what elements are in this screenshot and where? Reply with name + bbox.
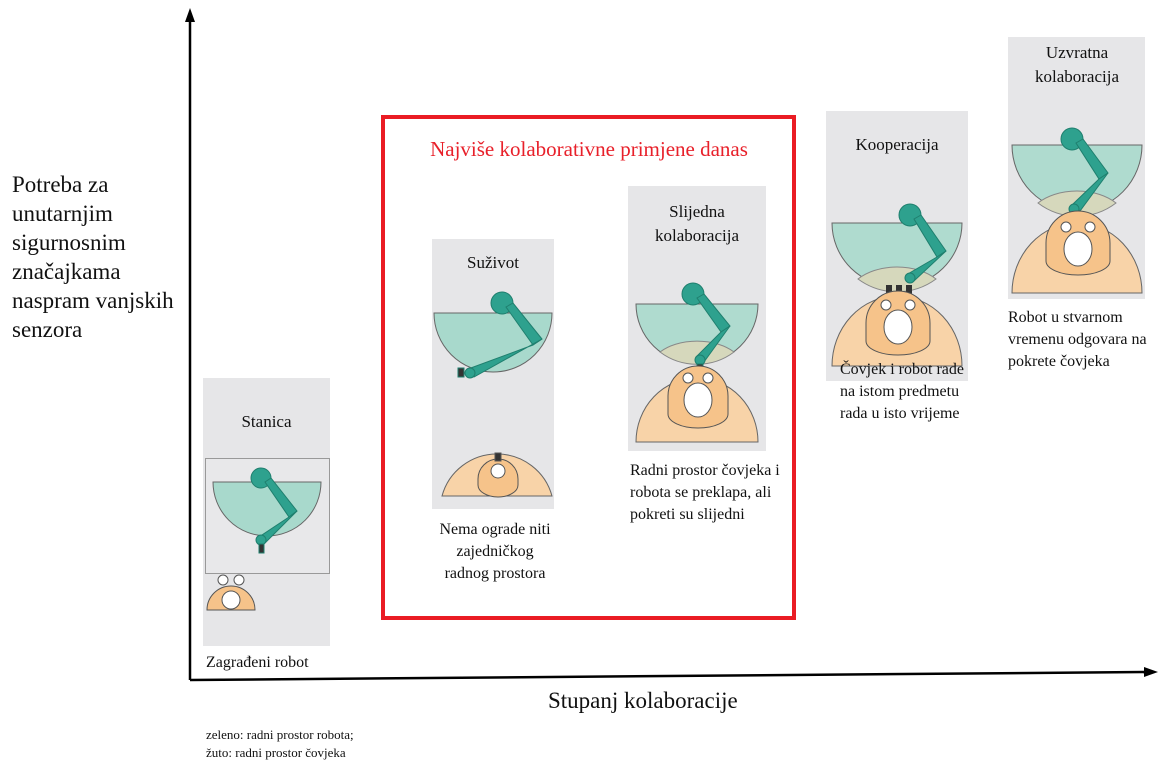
x-axis-label: Stupanj kolaboracije [548,688,738,713]
panel-kooperacija: Kooperacija Čovjek i robot rade na istom… [826,111,968,422]
robot-arm-icon [457,291,543,379]
panel-caption: Radni prostor čovjeka i robota se prekla… [630,462,780,523]
panel-caption: Zagrađeni robot [206,654,309,671]
panel-title: Suživot [467,253,519,272]
legend-yellow: žuto: radni prostor čovjeka [206,745,346,760]
human-operator-icon [206,574,256,611]
suzivot-illustration [433,291,553,498]
x-axis-arrow [1144,667,1158,677]
highlight-box [381,115,796,620]
workpiece-icon [886,285,912,295]
legend-green: zeleno: radni prostor robota; [206,727,354,742]
stanica-illustration [206,467,322,611]
x-axis-line [189,670,1149,682]
y-axis-arrow [185,8,195,22]
kooperacija-illustration [831,203,963,367]
human-operator-icon [477,452,519,498]
panel-caption: Nema ograde niti zajedničkog radnog pros… [439,521,551,582]
human-operator-icon [667,365,729,429]
panel-suzivot: Suživot Nema ograde niti zajedničkog rad… [432,239,554,582]
panel-slijedna-kolaboracija: Slijedna kolaboracija Radni prostor čovj… [628,186,780,523]
human-operator-icon [865,290,931,356]
panel-title: Stanica [241,412,292,431]
uzvratna-illustration [1011,127,1143,294]
panel-title: Slijedna kolaboracija [654,202,739,245]
panel-stanica: Stanica Zagrađeni robot [203,378,330,671]
panel-title: Uzvratna kolaboracija [1034,43,1119,86]
highlight-title: Najviše kolaborativne primjene danas [430,137,748,161]
panel-caption: Robot u stvarnom vremenu odgovara na pok… [1008,309,1147,370]
panel-uzvratna-kolaboracija: Uzvratna kolaboracija Robot u stvarnom v… [1008,37,1147,370]
robot-arm-icon [1060,127,1109,222]
panel-title: Kooperacija [855,135,939,154]
robot-workspace [212,481,322,537]
robot-arm-icon [898,203,947,284]
panel-caption: Čovjek i robot rade na istom predmetu ra… [840,361,964,422]
human-operator-icon [1045,210,1111,276]
slijedna-illustration [635,282,759,443]
y-axis-label: Potreba za unutarnjim sigurnosnim značaj… [12,172,174,342]
robot-arm-icon [250,467,298,554]
